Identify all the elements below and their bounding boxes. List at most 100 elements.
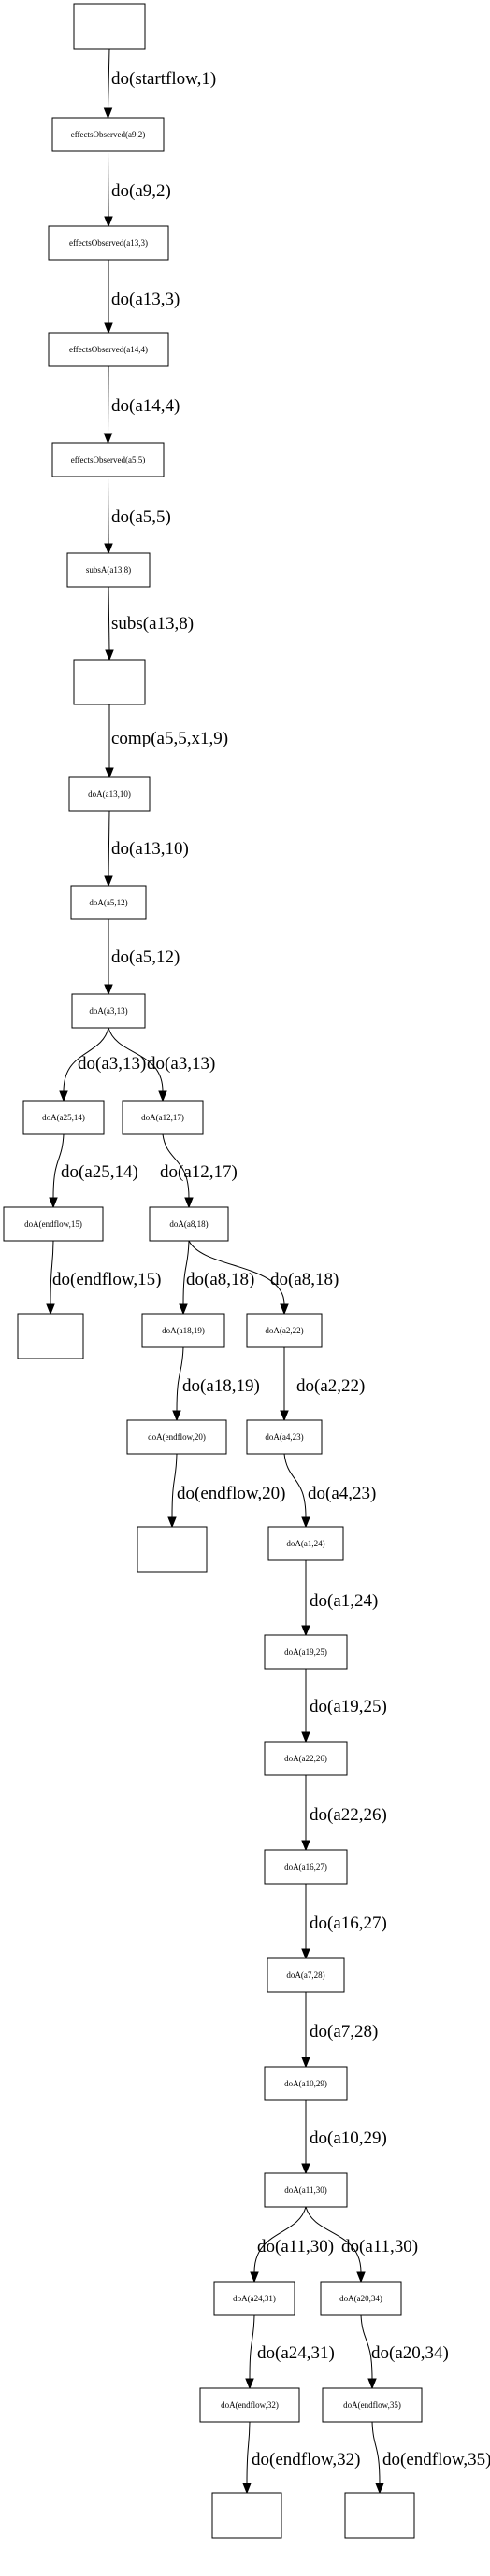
state-node: effectsObserved(a14,4) (48, 332, 169, 367)
edge-label: do(a18,19) (182, 1376, 260, 1396)
node-box (137, 1526, 208, 1573)
edge-line (108, 150, 109, 218)
edge-label: do(a5,12) (111, 947, 180, 967)
node-label: effectsObserved(a9,2) (71, 130, 146, 139)
node-label: doA(a22,26) (284, 1754, 327, 1763)
edge-n26-n27: do(a11,30) (250, 2206, 334, 2284)
edge-label: do(a8,18) (270, 1270, 339, 1289)
state-node: doA(endflow,15) (3, 1206, 104, 1242)
state-node: effectsObserved(a5,5) (51, 442, 165, 477)
arrowhead-icon (301, 1625, 310, 1637)
node-box (3, 1206, 104, 1242)
node-label: doA(a18,19) (162, 1326, 205, 1335)
arrowhead-icon (184, 1197, 194, 1209)
node-label: doA(a4,23) (265, 1432, 303, 1442)
edge-n30-n32: do(endflow,35) (371, 2421, 490, 2495)
arrowhead-icon (104, 984, 113, 996)
state-node (73, 3, 146, 50)
node-box (213, 2281, 295, 2316)
edge-n3-n4: do(a14,4) (103, 365, 180, 445)
state-node: doA(a5,12) (70, 885, 147, 920)
state-node: doA(a7,28) (267, 1957, 345, 1993)
state-node (137, 1526, 208, 1573)
state-node: doA(endflow,20) (126, 1419, 227, 1455)
edge-line (63, 1027, 109, 1092)
arrowhead-icon (179, 1303, 188, 1316)
edge-label: do(endflow,20) (177, 1484, 285, 1503)
node-box (66, 552, 151, 588)
node-box (267, 1526, 344, 1561)
node-box (264, 1634, 348, 1670)
node-label: doA(endflow,35) (343, 2400, 401, 2410)
state-node: doA(a13,10) (68, 776, 151, 812)
edge-label: do(a24,31) (257, 2343, 335, 2363)
node-label: doA(a10,29) (284, 2079, 327, 2088)
node-label: doA(a24,31) (233, 2294, 276, 2303)
edge-label: do(a20,34) (371, 2343, 449, 2363)
edge-line (108, 586, 110, 651)
edge-label: do(a2,22) (296, 1376, 365, 1396)
node-box (264, 2066, 348, 2101)
edge-n13-n16: do(a8,18) (188, 1240, 339, 1316)
node-box (264, 1849, 348, 1885)
state-node: doA(a11,30) (264, 2172, 348, 2208)
edge-label: do(endflow,32) (252, 2450, 360, 2469)
edge-line (283, 1453, 307, 1518)
edge-line (371, 2421, 381, 2484)
edge-label: comp(a5,5,x1,9) (111, 729, 228, 748)
edge-n9-n10: do(a3,13) (59, 1027, 146, 1103)
state-node: doA(a1,24) (267, 1526, 344, 1561)
state-node: doA(a18,19) (141, 1313, 225, 1348)
state-node (344, 2492, 415, 2539)
edge-line (162, 1133, 190, 1199)
edge-label: subs(a13,8) (111, 614, 194, 633)
edge-n11-n13: do(a12,17) (160, 1133, 238, 1209)
edge-line (246, 2421, 251, 2484)
arrowhead-icon (301, 1516, 310, 1529)
edge-line (108, 476, 109, 545)
arrowhead-icon (375, 2483, 384, 2495)
node-box (126, 1419, 227, 1455)
edge-label: do(a11,30) (257, 2237, 334, 2256)
edge-line (176, 1346, 184, 1412)
node-box (344, 2492, 415, 2539)
edge-label: do(a9,2) (111, 181, 171, 201)
state-node: doA(a22,26) (264, 1741, 348, 1776)
arrowhead-icon (104, 322, 113, 334)
node-label: doA(a2,22) (265, 1326, 303, 1335)
edge-n23-n24: do(a16,27) (301, 1884, 387, 1960)
node-label: effectsObserved(a13,3) (69, 238, 148, 248)
edge-n26-n28: do(a11,30) (305, 2206, 418, 2284)
node-box (320, 2281, 402, 2316)
arrowhead-icon (49, 1197, 58, 1209)
node-label: doA(a1,24) (286, 1539, 324, 1548)
node-box (70, 885, 147, 920)
edge-label: do(a8,18) (186, 1270, 254, 1289)
arrowhead-icon (301, 2163, 310, 2175)
edge-line (171, 1453, 178, 1518)
edge-n29-n31: do(endflow,32) (242, 2421, 360, 2495)
edge-label: do(a1,24) (310, 1591, 378, 1611)
edge-label: do(a4,23) (308, 1484, 376, 1503)
arrowhead-icon (59, 1090, 68, 1103)
node-label: doA(a5,12) (89, 898, 127, 907)
node-label: doA(a19,25) (284, 1647, 327, 1657)
edge-label: do(a12,17) (160, 1162, 238, 1182)
state-node (17, 1313, 84, 1359)
edge-label: do(a7,28) (310, 2022, 378, 2042)
node-label: doA(a11,30) (284, 2185, 326, 2195)
arrowhead-icon (167, 1516, 177, 1529)
node-box (122, 1100, 204, 1135)
node-box (267, 1957, 345, 1993)
state-node: effectsObserved(a9,2) (51, 117, 165, 152)
arrowhead-icon (242, 2483, 252, 2495)
edge-label: do(startflow,1) (111, 69, 216, 89)
arrowhead-icon (301, 2057, 310, 2069)
state-node: effectsObserved(a13,3) (48, 225, 169, 261)
state-node: doA(a2,22) (246, 1313, 323, 1348)
arrowhead-icon (356, 2271, 366, 2284)
edge-label: do(a11,30) (341, 2237, 418, 2256)
edge-line (360, 2314, 373, 2380)
node-box (73, 659, 146, 705)
